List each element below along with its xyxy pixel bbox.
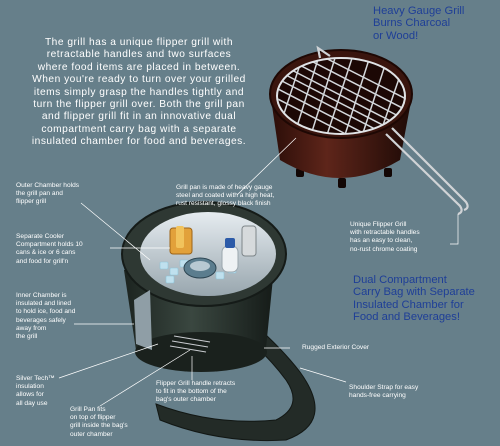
grill-illustration <box>269 45 469 216</box>
label-grill-pan-fits: Grill Pan fits on top of flipper grill i… <box>70 406 128 438</box>
food-items <box>169 225 257 279</box>
flipper-grill-handles <box>316 45 469 216</box>
intro-paragraph: The grill has a unique flipper grill wit… <box>31 37 247 148</box>
label-cooler-compartment: Separate Cooler Compartment holds 10 can… <box>16 233 83 265</box>
label-outer-chamber: Outer Chamber holds the grill pan and fl… <box>16 182 80 206</box>
label-flipper-grill: Unique Flipper Grill with retractable ha… <box>350 221 420 253</box>
leader-lines <box>58 137 459 407</box>
shoulder-strap <box>155 258 316 442</box>
label-exterior-cover: Rugged Exterior Cover <box>302 344 370 351</box>
carry-bag-illustration <box>121 201 316 442</box>
headline-top: Heavy Gauge Grill Burns Charcoal or Wood… <box>373 5 465 42</box>
label-inner-chamber: Inner Chamber is insulated and lined to … <box>16 292 76 341</box>
label-flipper-handle: Flipper Grill handle retracts to fit in … <box>156 380 236 404</box>
cooking-grate <box>278 58 406 134</box>
label-shoulder-strap: Shoulder Strap for easy hands-free carry… <box>349 384 419 400</box>
headline-dual-compartment: Dual Compartment Carry Bag with Separate… <box>353 274 475 324</box>
inner-grill-cutaway <box>169 335 211 353</box>
label-grill-pan: Grill pan is made of heavy gauge steel a… <box>176 184 275 208</box>
bag-cutaway <box>134 290 152 350</box>
label-silver-tech: Silver Tech™ insulation allows for all d… <box>16 375 55 407</box>
